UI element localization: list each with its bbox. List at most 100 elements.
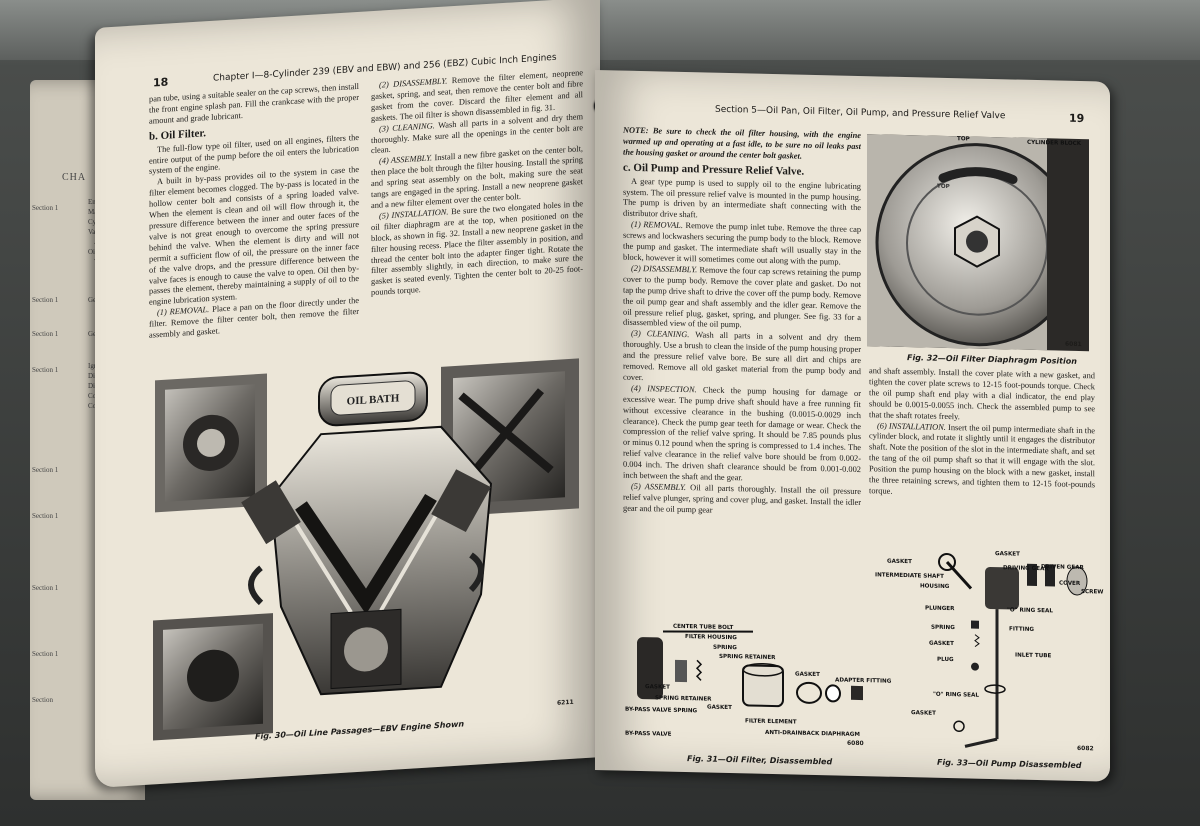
diagram-label: GASKET: [995, 551, 1020, 558]
diagram-label: TOP: [937, 183, 950, 191]
page-number: 18: [153, 75, 169, 90]
diaphragm: [825, 684, 841, 703]
step-label: (6) INSTALLATION.: [877, 420, 946, 432]
oil-filter-exploded-diagram: [623, 619, 873, 737]
running-head: Section 5—Oil Pan, Oil Filter, Oil Pump,…: [715, 104, 1006, 122]
back-book-section: Section 1: [32, 650, 59, 658]
diagram-label: INTERMEDIATE SHAFT: [875, 572, 944, 580]
back-book-item: Gen: [88, 330, 100, 338]
intermediate-shaft: [945, 560, 973, 590]
engine-cutaway-figure: OIL BATH: [141, 348, 586, 750]
step-label: (1) REMOVAL.: [631, 220, 683, 231]
oil-bath-label: OIL BATH: [347, 392, 400, 407]
diagram-label: SPRING: [931, 624, 955, 632]
back-book-item: Co: [88, 402, 97, 410]
figure-caption: Fig. 32—Oil Filter Diaphragm Position: [907, 353, 1077, 366]
step-label: (4) INSPECTION.: [631, 383, 697, 395]
plunger: [971, 620, 979, 629]
back-book-item: Igni: [88, 362, 100, 370]
back-book-item: Gen: [88, 296, 100, 304]
pump-housing: [985, 566, 1019, 610]
back-book-section: Section 1: [32, 512, 59, 520]
diagram-label: PLUG: [937, 656, 954, 664]
gasket-ring: [796, 681, 822, 704]
oil-pump-exploded-diagram: [887, 547, 1102, 752]
figure-number: 6082: [1077, 744, 1094, 753]
center-tube-bolt: [662, 630, 754, 633]
diagram-label: SPRING: [713, 644, 737, 652]
diagram-label: GASKET: [911, 710, 936, 717]
diagram-label: DRIVEN GEAR: [1041, 564, 1084, 572]
step-label: (5) ASSEMBLY.: [631, 481, 686, 493]
engine-illustration: OIL BATH: [153, 358, 579, 741]
diagram-label: ANTI-DRAINBACK DIAPHRAGM: [765, 729, 860, 739]
plug: [971, 662, 979, 671]
left-column-2: (2) DISASSEMBLY. Remove the filter eleme…: [371, 68, 583, 373]
back-book-item: Di: [88, 372, 95, 380]
paragraph: (4) INSPECTION. Check the pump housing f…: [623, 383, 861, 483]
diaphragm-photo: [867, 134, 1089, 352]
diagram-label: "O" RING SEAL: [933, 691, 979, 699]
paragraph: (5) INSTALLATION. Be sure the two elonga…: [371, 199, 583, 298]
figure-number: 6081: [1065, 340, 1082, 349]
back-book-section: Section 1: [32, 584, 59, 592]
engine-block: [241, 425, 493, 696]
figure-caption: Fig. 33—Oil Pump Disassembled: [937, 757, 1082, 771]
driving-gear: [1027, 563, 1037, 587]
paragraph: A gear type pump is used to supply oil t…: [623, 176, 861, 220]
paragraph: A built in by-pass provides oil to the s…: [149, 165, 359, 308]
paragraph: and shaft assembly. Install the cover pl…: [869, 366, 1095, 421]
diagram-label: INLET TUBE: [1015, 652, 1052, 660]
diagram-label: FILTER HOUSING: [685, 634, 737, 642]
right-column-2: and shaft assembly. Install the cover pl…: [869, 366, 1095, 551]
paragraph: (6) INSTALLATION. Insert the oil pump in…: [869, 420, 1095, 496]
note: NOTE: Be sure to check the oil filter ho…: [623, 125, 861, 161]
diagram-label: SPRING RETAINER: [655, 695, 712, 703]
figure-caption: Fig. 31—Oil Filter, Disassembled: [687, 754, 833, 767]
diagram-label: HOUSING: [920, 583, 950, 591]
step-label: (3) CLEANING.: [631, 329, 690, 340]
right-page: Section 5—Oil Pan, Oil Filter, Oil Pump,…: [595, 70, 1110, 782]
paragraph: (3) CLEANING. Wash all parts in a solven…: [623, 329, 861, 383]
paragraph: (2) DISASSEMBLY. Remove the four cap scr…: [623, 263, 861, 330]
pump-cover: [1066, 566, 1088, 596]
spring: [695, 659, 703, 681]
figure-number: 6080: [847, 739, 864, 748]
diagram-label: PLUNGER: [925, 605, 955, 613]
diagram-label: SCREW: [1081, 589, 1104, 596]
driven-gear: [1045, 564, 1055, 587]
back-book-item: Di: [88, 382, 95, 390]
paragraph: (5) ASSEMBLY. Oil all parts thoroughly. …: [623, 481, 861, 515]
diagram-label: GASKET: [929, 640, 954, 648]
paragraph: (1) REMOVAL. Remove the pump inlet tube.…: [623, 220, 861, 267]
diagram-label: SPRING RETAINER: [719, 653, 776, 662]
diagram-label: GASKET: [707, 704, 732, 712]
filter-element: [742, 664, 784, 708]
back-book-section: Section: [32, 696, 53, 704]
filter-housing: [637, 637, 663, 700]
oil-bath-air-cleaner: [318, 371, 428, 427]
diagram-label: GASKET: [887, 558, 912, 566]
left-column-1: pan tube, using a suitable sealer on the…: [149, 82, 359, 387]
diagram-label: COVER: [1059, 580, 1081, 588]
page-number: 19: [1069, 111, 1085, 126]
diagram-label: TOP: [957, 136, 970, 143]
back-book-section: Section 1: [32, 366, 59, 374]
diagram-label: CYLINDER BLOCK: [1027, 139, 1082, 148]
diagram-label: GASKET: [795, 671, 820, 679]
back-book-section: Section 1: [32, 204, 59, 212]
back-book-section: Section 1: [32, 296, 59, 304]
adapter-fitting: [851, 685, 863, 701]
diagram-label: FILTER ELEMENT: [745, 718, 797, 726]
diagram-label: BY-PASS VALVE: [625, 730, 672, 738]
diagram-label: ADAPTER FITTING: [835, 677, 892, 685]
diagram-label: GASKET: [645, 684, 670, 691]
diagram-label: "O" RING SEAL: [1007, 607, 1053, 615]
back-book-header: CHA: [62, 172, 87, 183]
step-label: (2) DISASSEMBLY.: [631, 263, 698, 275]
diagram-label: FITTING: [1009, 626, 1035, 633]
right-column-1: NOTE: Be sure to check the oil filter ho…: [623, 126, 861, 616]
left-page: 18 Chapter I—8-Cylinder 239 (EBV and EBW…: [95, 0, 600, 789]
back-book-section: Section 1: [32, 330, 59, 338]
